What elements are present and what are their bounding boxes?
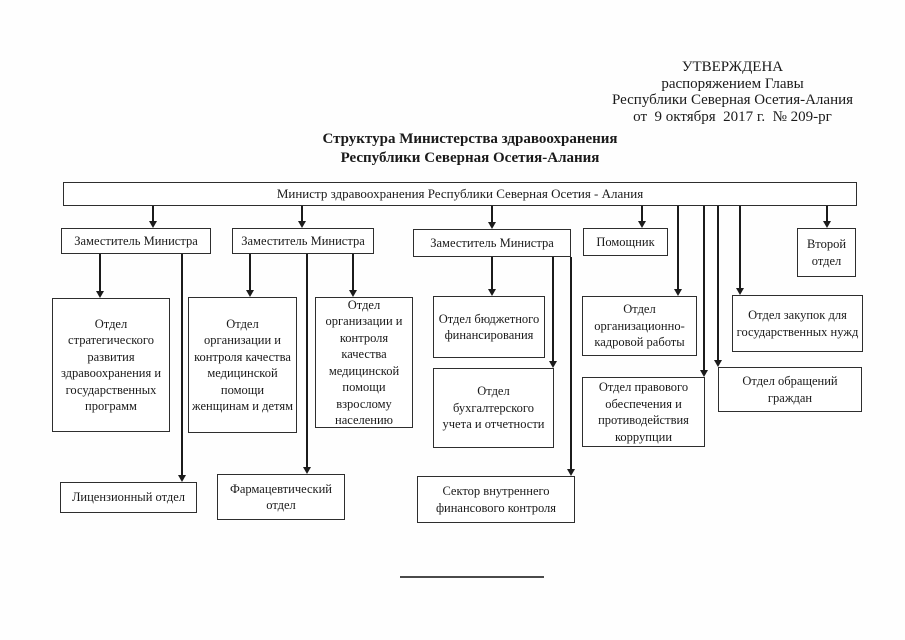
node-minister: Министр здравоохранения Республики Север… [63, 182, 857, 206]
connector-arrow [674, 206, 682, 296]
approval-line: УТВЕРЖДЕНА [681, 59, 784, 75]
node-strategic-dept: Отдел стратегического развития здравоохр… [52, 298, 170, 432]
node-legal-dept: Отдел правового обеспечения и противодей… [582, 377, 705, 447]
connector-arrow [488, 206, 496, 229]
node-deputy-minister-1: Заместитель Министра [61, 228, 211, 254]
node-quality-women-dept: Отдел организации и контроля качества ме… [188, 297, 297, 433]
node-budget-dept: Отдел бюджетного финансирования [433, 296, 545, 358]
connector-arrow [349, 254, 357, 297]
node-quality-adult-dept: Отдел организации и контроля качества ме… [315, 297, 413, 428]
connector-arrow [178, 254, 186, 482]
connector-arrow [96, 254, 104, 298]
connector-arrow [567, 257, 575, 476]
page-title-line: Республики Северная Осетия-Алания [340, 150, 600, 166]
node-accounting-dept: Отдел бухгалтерского учета и отчетности [433, 368, 554, 448]
connector-arrow [714, 206, 722, 367]
connector-arrow [303, 254, 311, 474]
connector-arrow [638, 206, 646, 228]
connector-arrow [488, 257, 496, 296]
connector-arrow [246, 254, 254, 297]
approval-stamp: УТВЕРЖДЕНА распоряжением Главы Республик… [565, 59, 900, 125]
node-pharmacy-dept: Фармацевтический отдел [217, 474, 345, 520]
approval-line: распоряжением Главы [661, 75, 804, 92]
node-deputy-minister-3: Заместитель Министра [413, 229, 571, 257]
connector-arrow [298, 206, 306, 228]
node-second-dept: Второй отдел [797, 228, 856, 277]
node-internal-control-sector: Сектор внутреннего финансового контроля [417, 476, 575, 523]
page-title-line: Структура Министерства здравоохранения [322, 131, 618, 147]
connector-arrow [700, 206, 708, 377]
connector-arrow [823, 206, 831, 228]
node-deputy-minister-2: Заместитель Министра [232, 228, 374, 254]
connector-arrow [736, 206, 744, 295]
node-assistant: Помощник [583, 228, 668, 256]
connector-arrow [149, 206, 157, 228]
node-org-staff-dept: Отдел организационно-кадровой работы [582, 296, 697, 356]
node-license-dept: Лицензионный отдел [60, 482, 197, 513]
connector-arrow [549, 257, 557, 368]
approval-line: Республики Северная Осетия-Алания [611, 92, 854, 108]
approval-line: от 9 октября 2017 г. № 209-рг [633, 108, 832, 125]
node-procurement-dept: Отдел закупок для государственных нужд [732, 295, 863, 352]
node-citizens-dept: Отдел обращений граждан [718, 367, 862, 412]
page-title: Структура Министерства здравоохранения Р… [250, 130, 690, 168]
footer-rule [400, 576, 544, 578]
